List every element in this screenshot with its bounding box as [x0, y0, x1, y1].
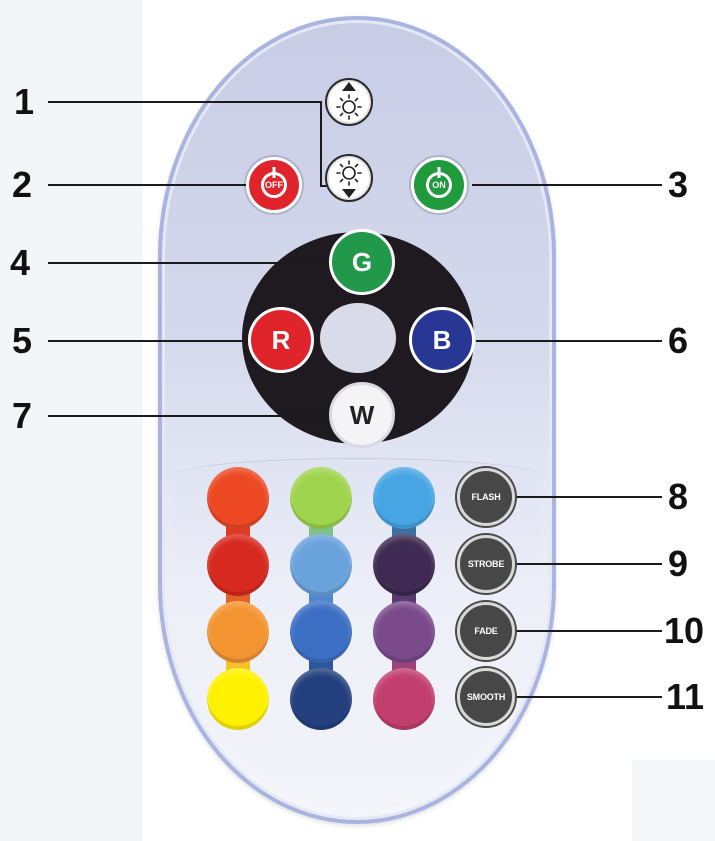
color-button-orange[interactable]: [207, 601, 269, 663]
callout-line-4: [48, 262, 332, 264]
callout-line-5: [48, 340, 248, 342]
color-button-yellow[interactable]: [207, 668, 269, 730]
callout-number: 11: [666, 676, 705, 717]
color-button-navy[interactable]: [290, 668, 352, 730]
blue-button[interactable]: B: [409, 307, 475, 373]
sun-down-icon: [336, 160, 362, 198]
callout-number: 4: [10, 242, 31, 283]
callout-number: 5: [12, 320, 33, 361]
callout-line-7: [48, 415, 332, 417]
callout-line-9: [512, 563, 662, 565]
color-button-sky-blue[interactable]: [373, 467, 435, 529]
white-button[interactable]: W: [329, 382, 395, 448]
brightness-up-button[interactable]: [325, 78, 373, 126]
on-label: ON: [432, 180, 446, 190]
flash-button[interactable]: FLASH: [457, 468, 515, 526]
ring-center: [320, 303, 396, 373]
fade-label: FADE: [474, 626, 498, 636]
sun-up-icon: [336, 82, 362, 120]
callout-number: 6: [668, 320, 689, 361]
callout-line-6: [476, 340, 662, 342]
color-button-blue[interactable]: [290, 601, 352, 663]
callout-number: 10: [664, 610, 705, 651]
green-label: G: [351, 246, 373, 277]
callout-number: 8: [668, 476, 689, 517]
red-button[interactable]: R: [248, 307, 314, 373]
callout-line-10: [512, 630, 662, 632]
green-button[interactable]: G: [329, 229, 395, 295]
blue-label: B: [432, 324, 452, 355]
callout-number: 2: [12, 164, 33, 205]
callout-number: 7: [12, 395, 33, 436]
callout-number: 3: [668, 164, 689, 205]
callout-number: 1: [14, 81, 35, 122]
power-icon: ON: [426, 172, 452, 198]
strobe-label: STROBE: [467, 559, 505, 569]
flash-label: FLASH: [471, 492, 501, 502]
background-panel-left: [0, 0, 143, 841]
callout-line-11: [512, 696, 662, 698]
color-button-lime[interactable]: [290, 467, 352, 529]
power-icon: OFF: [261, 172, 287, 198]
brightness-down-button[interactable]: [325, 154, 373, 202]
fade-button[interactable]: FADE: [457, 602, 515, 660]
off-button[interactable]: OFF: [246, 157, 302, 213]
callout-number: 9: [668, 543, 689, 584]
callout-line-8: [512, 496, 662, 498]
on-button[interactable]: ON: [411, 157, 467, 213]
color-button-purple[interactable]: [373, 601, 435, 663]
color-button-light-blue[interactable]: [290, 534, 352, 596]
color-button-pink[interactable]: [373, 668, 435, 730]
red-label: R: [271, 324, 291, 355]
smooth-label: SMOOTH: [466, 692, 506, 702]
off-label: OFF: [265, 180, 283, 190]
color-button-dark-purple[interactable]: [373, 534, 435, 596]
callout-line-1: [48, 101, 322, 103]
background-panel-right: [632, 760, 715, 841]
callout-line-2: [48, 184, 248, 186]
strobe-button[interactable]: STROBE: [457, 535, 515, 593]
callout-line-1-vertical: [320, 101, 322, 187]
color-button-orange-red[interactable]: [207, 467, 269, 529]
callout-line-3: [472, 184, 662, 186]
white-label: W: [349, 399, 375, 430]
smooth-button[interactable]: SMOOTH: [457, 668, 515, 726]
color-button-red[interactable]: [207, 534, 269, 596]
